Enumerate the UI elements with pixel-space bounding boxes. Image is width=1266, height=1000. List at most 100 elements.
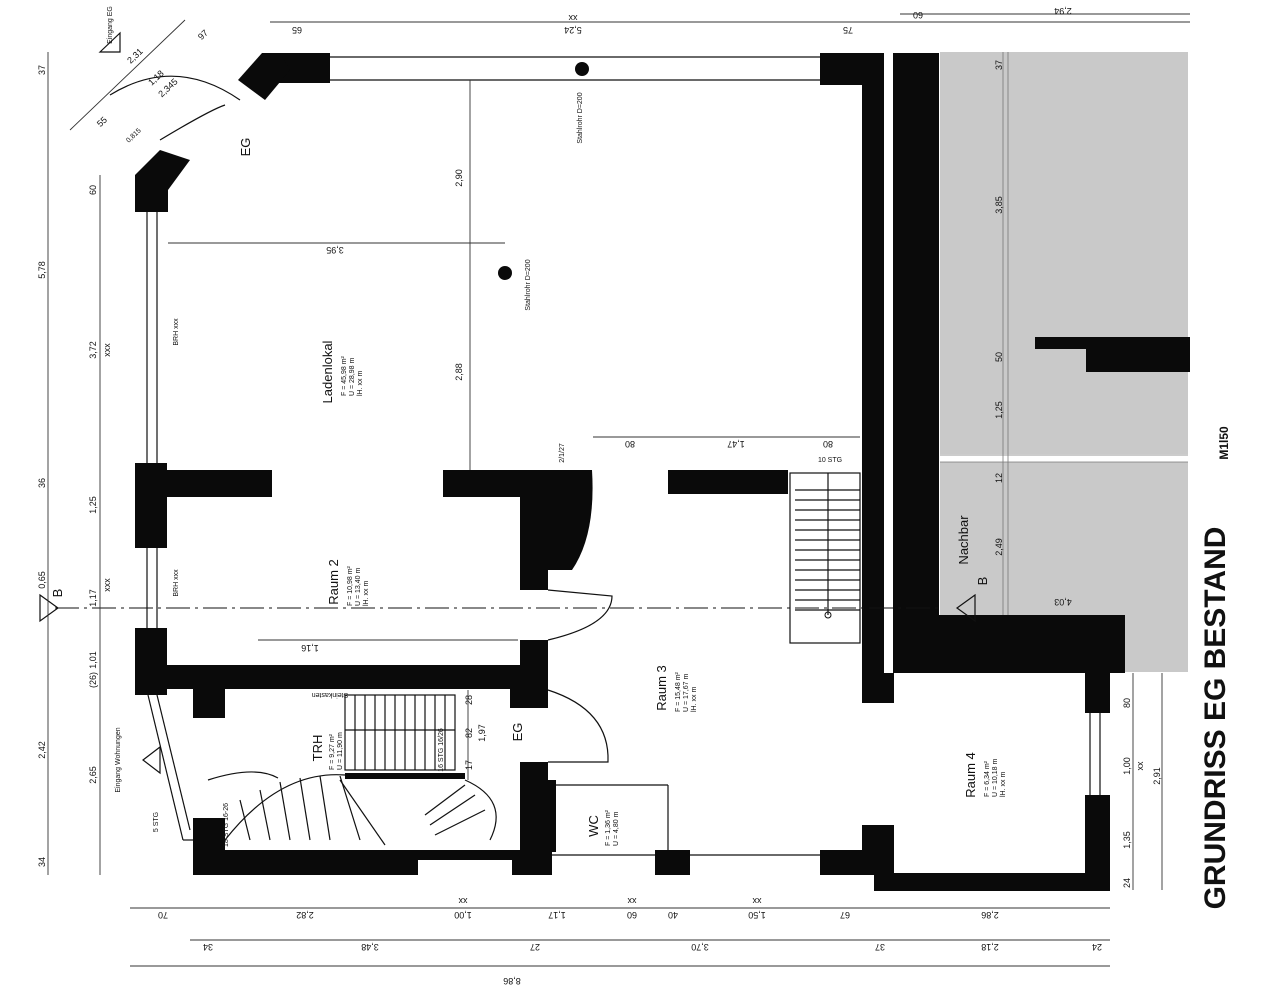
- svg-text:1,00: 1,00: [1122, 757, 1132, 775]
- room-raum2: Raum 2 F = 10,98 m² U = 13,40 m lH. xx m: [326, 559, 370, 606]
- room-raum4-height: lH. xx m: [1000, 772, 1007, 797]
- room-trh: TRH F = 9,27 m² U = 11,90 m: [310, 732, 344, 770]
- svg-text:3,85: 3,85: [994, 196, 1004, 214]
- svg-text:55: 55: [95, 115, 109, 129]
- svg-text:82: 82: [464, 728, 474, 738]
- inner-dim-lines: [168, 80, 860, 780]
- label-column-top: Stahlrohr D=200: [577, 92, 584, 143]
- svg-text:2,88: 2,88: [454, 363, 464, 381]
- svg-text:0,65: 0,65: [37, 571, 47, 589]
- room-raum2-height: lH. xx m: [363, 581, 370, 606]
- svg-text:12: 12: [994, 473, 1004, 483]
- svg-text:xx: xx: [458, 896, 468, 906]
- column-mid: [498, 266, 512, 280]
- svg-text:5,24: 5,24: [564, 25, 582, 35]
- svg-text:3,72: 3,72: [88, 341, 98, 359]
- room-wc-perimeter: U = 4,80 m: [613, 811, 620, 846]
- svg-text:1,50: 1,50: [748, 910, 766, 920]
- room-raum2-perimeter: U = 13,40 m: [355, 568, 362, 606]
- svg-text:1,17: 1,17: [88, 589, 98, 607]
- stair-trh: [224, 694, 497, 846]
- svg-text:67: 67: [840, 910, 850, 920]
- column-top: [575, 62, 589, 76]
- room-raum3-perimeter: U = 17,67 m: [683, 674, 690, 712]
- stair-right: [789, 472, 861, 644]
- room-wc-area: F = 1,36 m²: [605, 809, 612, 846]
- svg-text:24: 24: [1122, 878, 1132, 888]
- svg-text:3,70: 3,70: [691, 942, 709, 952]
- svg-text:1,25: 1,25: [88, 496, 98, 514]
- label-stair-16: 16 STG 16/26: [438, 728, 445, 772]
- svg-text:37: 37: [994, 60, 1004, 70]
- svg-text:28: 28: [464, 695, 474, 705]
- svg-text:2,49: 2,49: [994, 538, 1004, 556]
- room-trh-perimeter: U = 11,90 m: [337, 732, 344, 770]
- label-column-mid: Stahlrohr D=200: [525, 259, 532, 310]
- dims-bottom-3: 8,86: [503, 976, 521, 986]
- svg-text:8,86: 8,86: [503, 976, 521, 986]
- label-stair-18: 18 STG 16-26: [223, 803, 230, 847]
- label-brh-top: BRH xxx: [173, 318, 180, 346]
- svg-text:xx: xx: [1135, 761, 1145, 771]
- svg-text:xx: xx: [568, 13, 578, 23]
- svg-text:60: 60: [627, 910, 637, 920]
- plan-title: GRUNDRISS EG BESTAND: [1199, 527, 1232, 910]
- room-raum4-name: Raum 4: [963, 752, 978, 798]
- label-eg-top: EG: [238, 138, 253, 157]
- svg-text:97: 97: [196, 28, 210, 42]
- room-wc: WC F = 1,36 m² U = 4,80 m: [586, 809, 620, 846]
- svg-text:50: 50: [994, 352, 1004, 362]
- room-raum3-area: F = 15,48 m²: [675, 671, 682, 712]
- dims-diagonal: 2,31 97 1,18 2,345 55 0,815: [95, 28, 210, 145]
- svg-text:24: 24: [1092, 942, 1102, 952]
- doors: [109, 75, 613, 781]
- svg-text:1,17: 1,17: [548, 910, 566, 920]
- dimension-chains: [47, 13, 1190, 967]
- svg-text:17: 17: [464, 760, 474, 770]
- label-eg-lower: EG: [510, 723, 525, 742]
- entrance-eg-marker: [98, 31, 121, 53]
- svg-text:80: 80: [823, 439, 833, 449]
- room-raum3-name: Raum 3: [654, 665, 669, 711]
- room-raum4-perimeter: U = 10,18 m: [992, 759, 999, 797]
- svg-text:(26): (26): [88, 672, 98, 688]
- svg-text:1,97: 1,97: [477, 724, 487, 742]
- svg-text:xx: xx: [752, 896, 762, 906]
- room-raum4-area: F = 6,34 m²: [984, 760, 991, 797]
- svg-text:80: 80: [1122, 698, 1132, 708]
- svg-text:0,815: 0,815: [125, 127, 143, 144]
- svg-text:34: 34: [37, 857, 47, 867]
- dims-inner: 3,95 2,90 2,88 80 1,47 80 1,16 28 82 1,9…: [301, 169, 833, 770]
- dims-left-outer: 37 5,78 36 1,17 1,01 2,65 34: [37, 65, 98, 867]
- svg-text:2,65: 2,65: [88, 766, 98, 784]
- section-line: [39, 593, 976, 623]
- svg-text:1,35: 1,35: [1122, 831, 1132, 849]
- svg-text:34: 34: [203, 942, 213, 952]
- svg-text:80: 80: [625, 439, 635, 449]
- label-eingang-wohnungen: Eingang Wohnungen: [115, 727, 122, 792]
- svg-text:2,18: 2,18: [981, 942, 999, 952]
- svg-text:2,91: 2,91: [1152, 767, 1162, 785]
- dims-bottom-2: 34 3,48 27 3,70 37 2,18 24: [203, 942, 1102, 952]
- label-schacht: Steinkasten: [312, 691, 349, 698]
- svg-text:70: 70: [158, 910, 168, 920]
- svg-text:1,47: 1,47: [727, 439, 745, 449]
- dims-left-inner: 60 3,72 xxx 1,25 xxx (26) 2,42 0,65: [37, 185, 112, 759]
- label-eingang-eg: Eingang EG: [107, 6, 114, 44]
- svg-text:27: 27: [530, 942, 540, 952]
- room-ladenlokal-height: lH. xx m: [357, 371, 364, 396]
- dims-bottom-1: 70 2,82 xx 1,00 1,17 xx 60 40 xx 1,50 67…: [158, 896, 999, 920]
- svg-text:5,78: 5,78: [37, 261, 47, 279]
- svg-text:2,86: 2,86: [981, 910, 999, 920]
- room-ladenlokal: Ladenlokal F = 45,98 m² U = 28,98 m lH. …: [320, 340, 364, 403]
- room-raum3: Raum 3 F = 15,48 m² U = 17,67 m lH. xx m: [654, 665, 698, 712]
- dims-raum4: 80 1,00 xx 2,91 1,35 24: [1122, 698, 1162, 888]
- room-raum2-area: F = 10,98 m²: [347, 565, 354, 606]
- svg-text:3,48: 3,48: [361, 942, 379, 952]
- label-door-note: 2/1/27: [559, 443, 566, 463]
- svg-text:2,82: 2,82: [296, 910, 314, 920]
- svg-text:65: 65: [292, 25, 302, 35]
- entrance-wohnungen-marker: [142, 745, 161, 775]
- svg-text:3,95: 3,95: [326, 245, 344, 255]
